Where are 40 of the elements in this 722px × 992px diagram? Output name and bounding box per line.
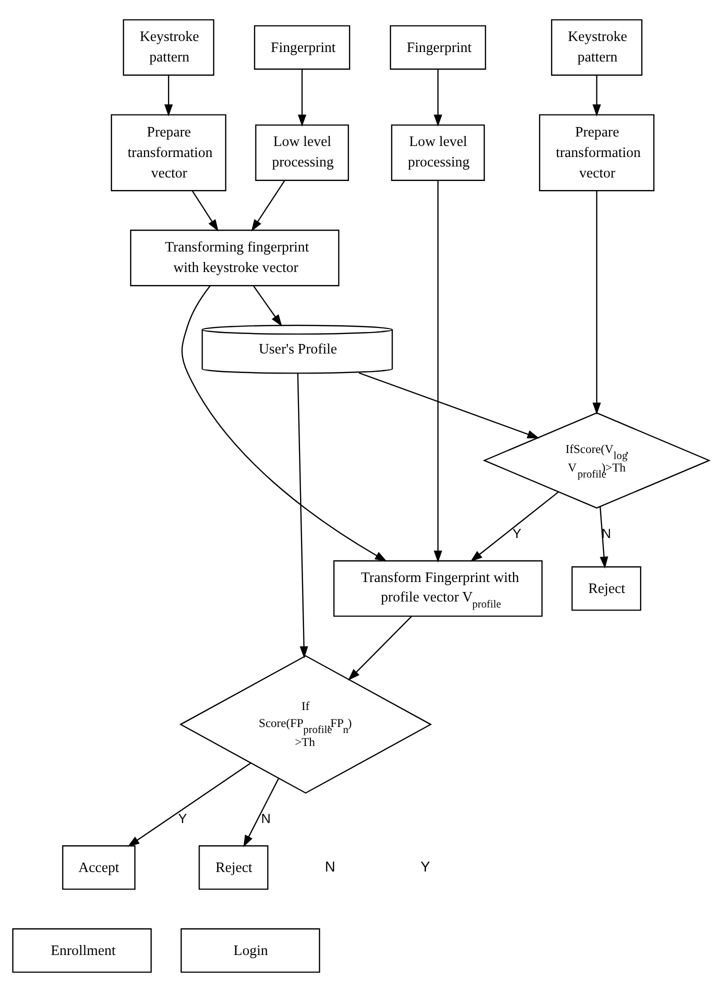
arrow [127,762,252,847]
node-box: Transform Fingerprint with profile vector V$_{profile}$ [333,560,543,617]
node-box: Low level processing [255,124,349,181]
node-box: Login [180,928,320,973]
node-box: Enrollment [12,928,152,973]
node-box: Reject [198,845,268,890]
arrow [243,778,280,848]
edge-label: N [261,810,271,826]
node-box: Reject [571,566,642,611]
node-diamond: IfScore(V$_{log}$, V$_{profile}$)>Th [482,412,711,509]
arrow [592,75,601,116]
node-box: Low level processing [391,124,485,181]
node-box: Keystroke pattern [551,19,642,76]
node-box: Transforming fingerprint with keystroke vector [130,230,340,286]
node-box: Keystroke pattern [122,19,214,76]
edge-label: N [602,526,612,541]
arrow [358,372,540,438]
arrow [297,373,308,658]
label: Y [420,859,430,876]
arrow [252,285,282,327]
arrow [600,506,608,569]
label: N [324,859,336,876]
arrow [434,70,442,127]
edge-label: Y [512,526,522,541]
node-box: Fingerprint [254,25,350,70]
node-box: Fingerprint [390,25,486,70]
node-box: Prepare transformation vector [110,114,226,192]
arrow [192,190,218,232]
arrow [348,616,412,681]
arrow [298,70,306,127]
arrow [164,75,173,116]
node-box: Prepare transformation vector [539,114,654,192]
arrow [251,180,286,232]
arrow [434,180,442,563]
arrow [470,492,559,562]
node-box: Accept [62,845,136,890]
node-diamond: If Score(FP$_{profile}$,FP$_{n}$) >Th [179,655,432,794]
arrow [592,190,601,415]
edge-label: Y [178,810,188,826]
arrow [181,285,388,562]
